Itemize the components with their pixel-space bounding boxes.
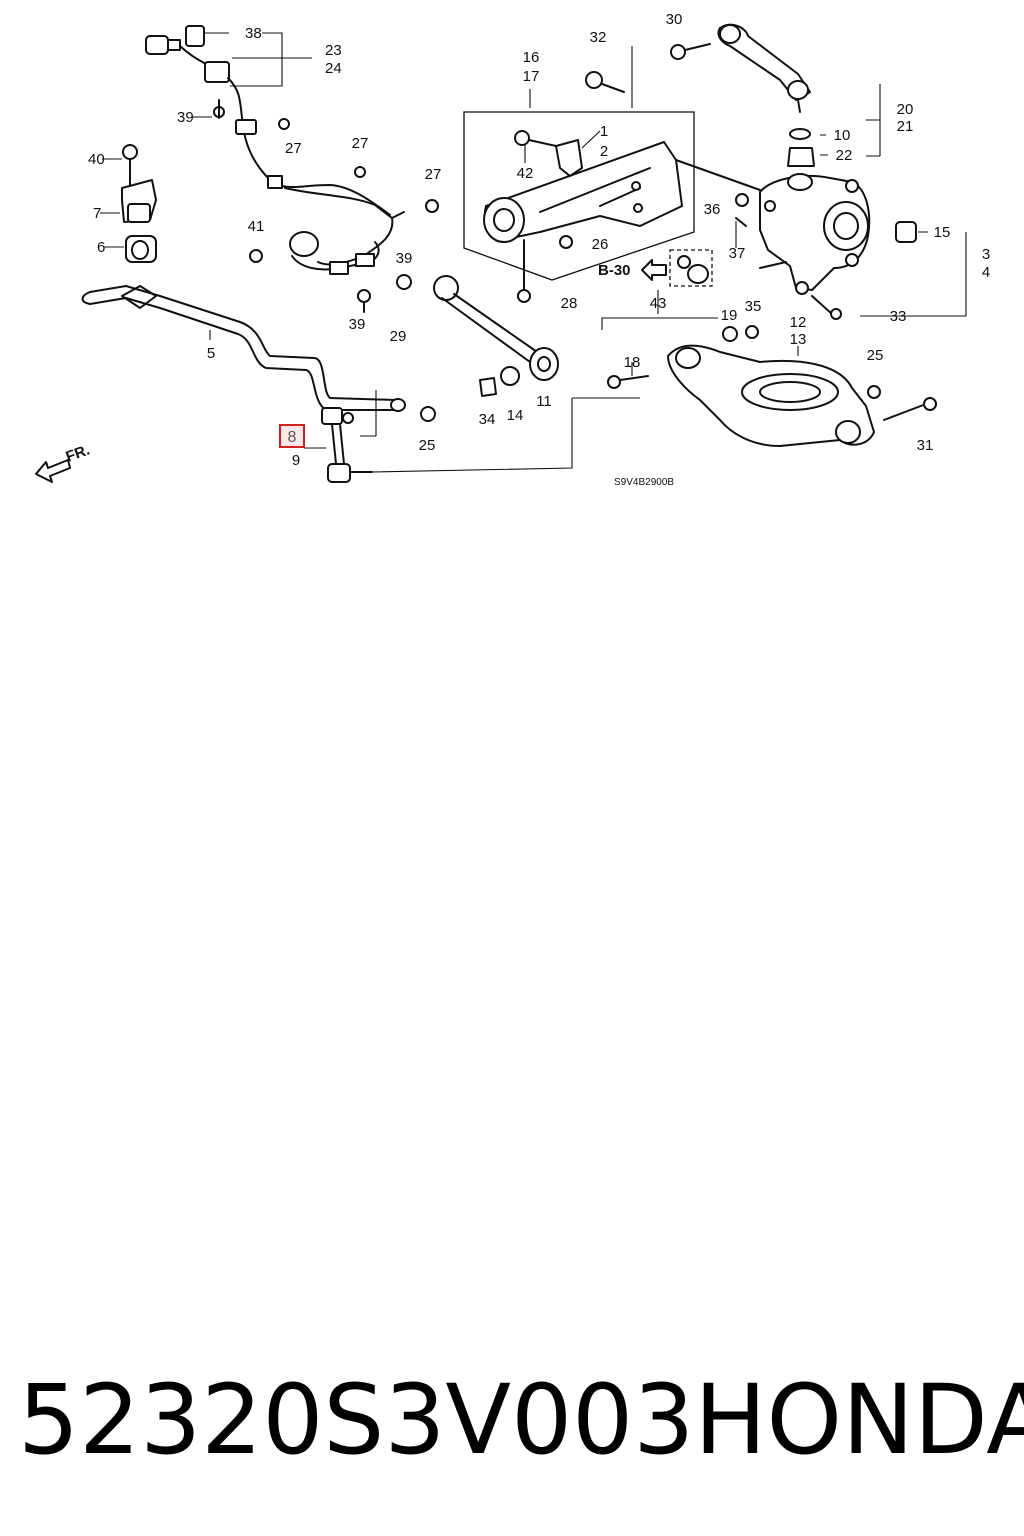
callout[interactable]: 42 bbox=[517, 165, 534, 182]
callout[interactable]: 29 bbox=[390, 328, 407, 345]
parts-diagram: B-30 bbox=[35, 11, 990, 488]
callout[interactable]: 17 bbox=[523, 68, 540, 85]
callout[interactable]: 35 bbox=[745, 298, 762, 315]
callout[interactable]: 21 bbox=[897, 118, 914, 135]
leader-lines bbox=[100, 32, 967, 473]
callout[interactable]: 7 bbox=[93, 205, 101, 222]
callout[interactable]: 41 bbox=[248, 218, 265, 235]
callout[interactable]: 33 bbox=[890, 308, 907, 325]
knuckle bbox=[675, 159, 917, 320]
highlighted-callout-label[interactable]: 8 bbox=[288, 429, 297, 446]
callout[interactable]: 27 bbox=[425, 166, 442, 183]
callout[interactable]: 25 bbox=[419, 437, 436, 454]
callout[interactable]: 5 bbox=[207, 345, 215, 362]
callout[interactable]: 30 bbox=[666, 11, 683, 28]
callout[interactable]: 26 bbox=[592, 236, 609, 253]
callout[interactable]: 38 bbox=[245, 25, 262, 42]
stabilizer-bracket-group bbox=[121, 144, 157, 263]
callout[interactable]: 25 bbox=[867, 347, 884, 364]
callout[interactable]: 40 bbox=[88, 151, 105, 168]
brand-name: HONDA bbox=[694, 1364, 1024, 1476]
callout[interactable]: 13 bbox=[790, 331, 807, 348]
callout[interactable]: 15 bbox=[934, 224, 951, 241]
callout[interactable]: 4 bbox=[982, 264, 990, 281]
callout[interactable]: 9 bbox=[292, 452, 300, 469]
callout[interactable]: 20 bbox=[897, 101, 914, 118]
stabilizer-link bbox=[321, 406, 436, 483]
callout[interactable]: 16 bbox=[523, 49, 540, 66]
callout[interactable]: 39 bbox=[349, 316, 366, 333]
upper-arm-group bbox=[585, 23, 815, 167]
callout[interactable]: 28 bbox=[561, 295, 578, 312]
front-direction-marker: FR. bbox=[35, 442, 93, 483]
callout[interactable]: 31 bbox=[917, 437, 934, 454]
callout[interactable]: 37 bbox=[729, 245, 746, 262]
section-ref-label[interactable]: B-30 bbox=[598, 262, 631, 279]
callout[interactable]: 43 bbox=[650, 295, 667, 312]
part-caption: 52320S3V003 HONDA bbox=[18, 1360, 1024, 1480]
callout[interactable]: 19 bbox=[721, 307, 738, 324]
callout[interactable]: 18 bbox=[624, 354, 641, 371]
callout[interactable]: 12 bbox=[790, 314, 807, 331]
callout[interactable]: 34 bbox=[479, 411, 496, 428]
callout[interactable]: 22 bbox=[836, 147, 853, 164]
callout-labels: 38 23 24 39 27 40 7 6 5 27 27 41 39 39 2… bbox=[88, 11, 990, 469]
trailing-link bbox=[433, 275, 559, 397]
drawing-code: S9V4B2900B bbox=[614, 477, 674, 488]
lower-arm bbox=[607, 325, 937, 447]
stabilizer-bar bbox=[81, 285, 406, 412]
front-marker-label: FR. bbox=[64, 442, 93, 466]
callout[interactable]: 39 bbox=[177, 109, 194, 126]
callout[interactable]: 27 bbox=[285, 140, 302, 157]
callout[interactable]: 27 bbox=[352, 135, 369, 152]
callout[interactable]: 23 bbox=[325, 42, 342, 59]
callout[interactable]: 1 bbox=[600, 123, 608, 140]
callout[interactable]: 11 bbox=[536, 393, 552, 410]
callout[interactable]: 6 bbox=[97, 239, 105, 256]
part-number: 52320S3V003 bbox=[18, 1364, 695, 1476]
section-reference-b30: B-30 bbox=[598, 249, 713, 287]
front-arm-assembly bbox=[463, 111, 695, 303]
callout[interactable]: 32 bbox=[590, 29, 607, 46]
callout[interactable]: 3 bbox=[982, 246, 990, 263]
callout[interactable]: 39 bbox=[396, 250, 413, 267]
callout[interactable]: 36 bbox=[704, 201, 721, 218]
callout[interactable]: 10 bbox=[834, 127, 851, 144]
callout[interactable]: 2 bbox=[600, 143, 608, 160]
callout[interactable]: 24 bbox=[325, 60, 342, 77]
callout[interactable]: 14 bbox=[507, 407, 524, 424]
highlighted-callout-box[interactable] bbox=[279, 424, 305, 448]
wheel-speed-sensor-harness bbox=[145, 25, 439, 313]
